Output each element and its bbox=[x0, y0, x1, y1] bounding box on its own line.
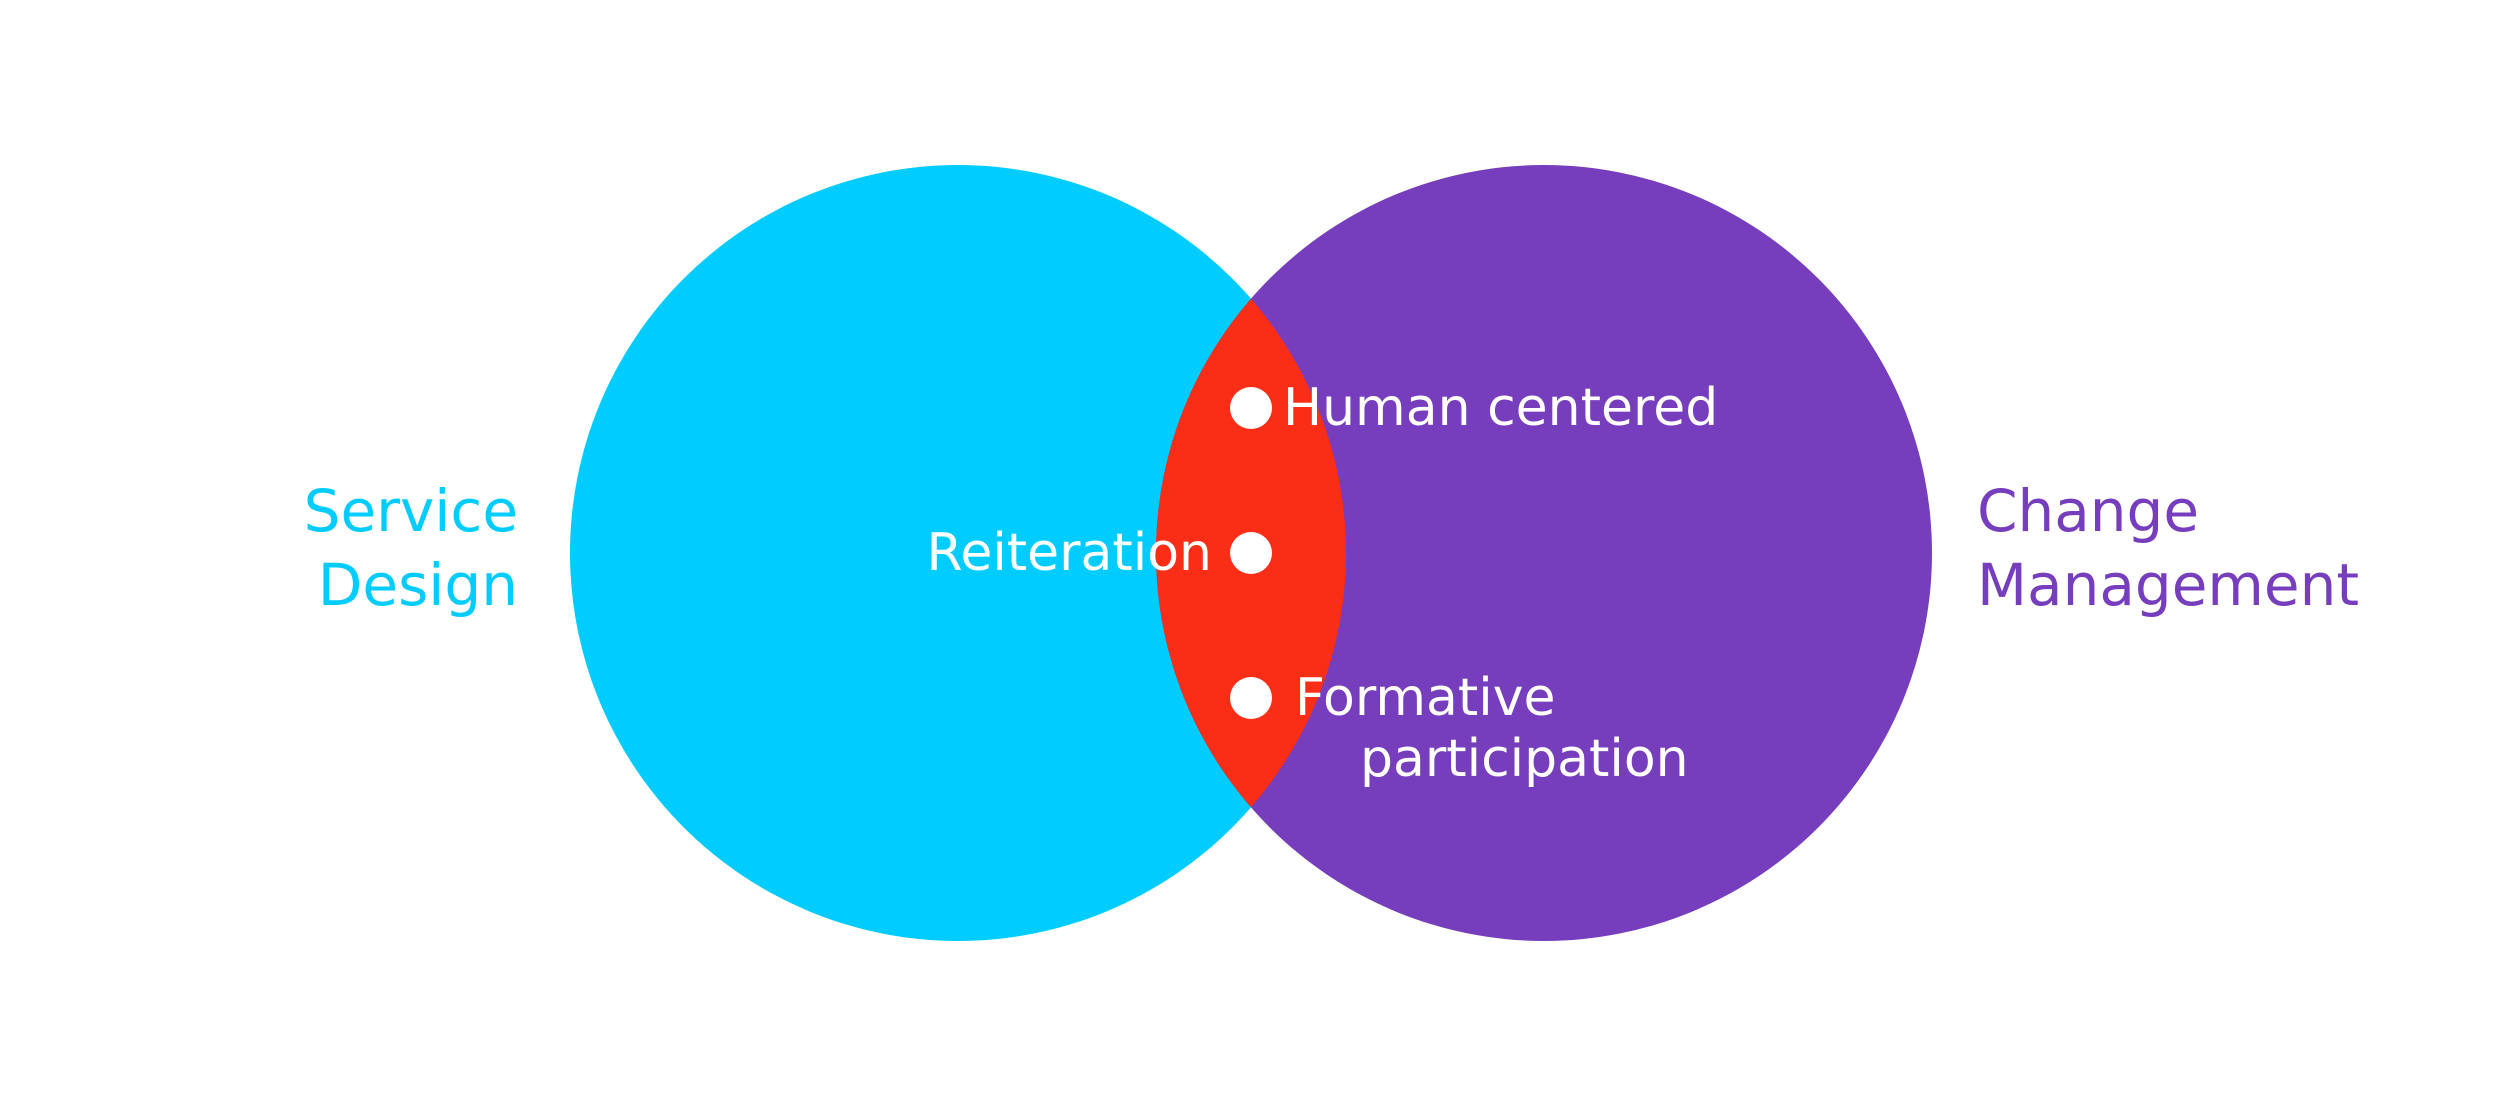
bullet-dot-human-centered bbox=[1230, 387, 1272, 429]
service-design-label-line-1: Service bbox=[303, 477, 518, 545]
bullet-dot-reiteration bbox=[1230, 532, 1272, 574]
change-management-circle bbox=[1156, 165, 1932, 941]
service-design-circle bbox=[570, 165, 1346, 941]
item-human-centered: Human centered bbox=[1283, 378, 1719, 438]
service-design-label: Service Design bbox=[304, 474, 518, 622]
change-management-label-line-2: Management bbox=[1977, 551, 2360, 619]
change-management-label-line-1: Change bbox=[1977, 477, 2200, 545]
service-design-label-line-2: Design bbox=[317, 551, 518, 619]
item-formative-participation-line-2: participation bbox=[1360, 729, 1689, 789]
item-formative-participation-line-1: Formative bbox=[1295, 668, 1556, 728]
item-reiteration: Reiteration bbox=[926, 523, 1212, 583]
bullet-dot-formative-participation bbox=[1230, 677, 1272, 719]
change-management-label: Change Management bbox=[1977, 474, 2359, 622]
